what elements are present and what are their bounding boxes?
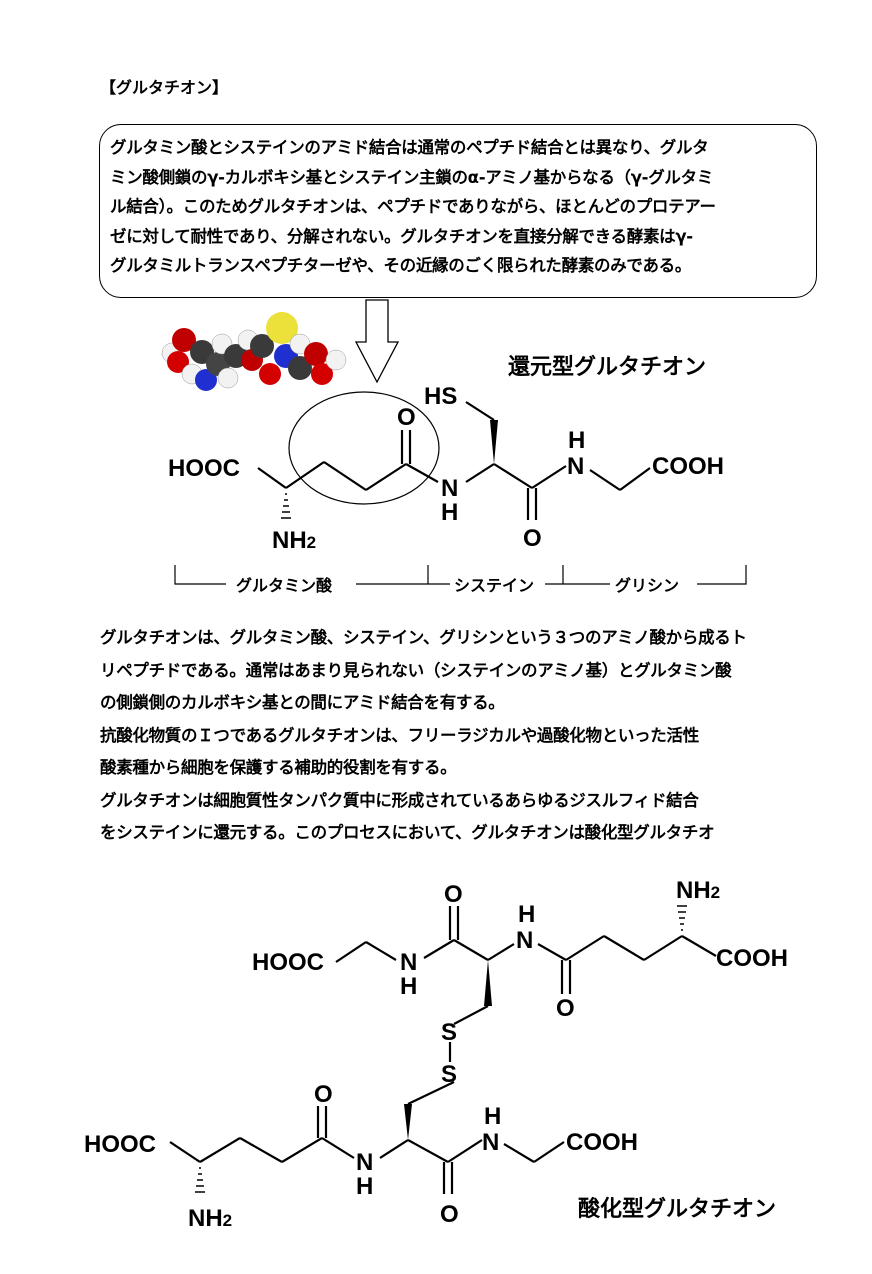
hollow-down-arrow-icon <box>354 299 400 384</box>
thiol-label: HS <box>424 383 457 410</box>
hashed-wedge-bond <box>281 493 291 519</box>
reduced-bonds <box>257 401 651 520</box>
body-line: グルタチオンは細胞質性タンパク質中に形成されているあらゆるジスルフィド結合 <box>100 790 699 810</box>
callout-line: グルタミルトランスペプチターゼや、その近縁のごく限られた酵素のみである。 <box>110 256 692 275</box>
callout-line: ミン酸側鎖のγ-カルボキシ基とシステイン主鎖のα-アミノ基からなる（γ-グルタミ <box>110 167 714 187</box>
page-heading: 【グルタチオン】 <box>100 78 229 97</box>
amine-label: NH2 <box>272 527 316 554</box>
reduced-title: 還元型グルタチオン <box>508 354 706 380</box>
callout-box: グルタミン酸とシステインのアミド結合は通常のペプチド結合とは異なり、グルタ ミン… <box>99 124 817 298</box>
body-line: 酸素種から細胞を保護する補助的役割を有する。 <box>100 758 457 777</box>
residue-brackets <box>174 565 747 585</box>
bracket-label-glutamate: グルタミン酸 <box>236 576 333 595</box>
callout-line: ゼに対して耐性であり、分解されない。グルタチオンを直接分解できる酵素はγ- <box>110 226 693 246</box>
body-line: の側鎖側のカルボキシ基との間にアミド結合を有する。 <box>100 693 505 712</box>
wedge-bond <box>490 420 498 464</box>
amide-hydrogen-label: H <box>441 499 458 526</box>
hooc-label: HOOC <box>168 455 240 482</box>
body-line: リペプチドである。通常はあまり見られない（システインのアミノ基）とグルタミン酸 <box>100 660 732 680</box>
body-line: 抗酸化物質のＩつであるグルタチオンは、フリーラジカルや過酸化物といった活性 <box>100 725 699 745</box>
bracket-label-glycine: グリシン <box>615 576 679 595</box>
space-filling-molecule-model-icon <box>161 312 347 391</box>
glycine-amide-hydrogen-label: H <box>568 427 585 454</box>
callout-line: ル結合）。このためグルタチオンは、ペプチドでありながら、ほとんどのプロテアー <box>110 197 716 216</box>
glycine-amide-nitrogen-label: N <box>567 453 584 480</box>
bracket-label-cysteine: システイン <box>454 576 534 595</box>
gamma-glutamyl-bond-highlight <box>288 391 440 505</box>
cooh-label: COOH <box>652 453 724 480</box>
body-line: をシステインに還元する。このプロセスにおいて、グルタチオンは酸化型グルタチオ <box>100 823 715 842</box>
callout-line: グルタミン酸とシステインのアミド結合は通常のペプチド結合とは異なり、グルタ <box>110 138 709 157</box>
carbonyl-oxygen-bottom-label: O <box>523 525 542 552</box>
amide-nitrogen-label: N <box>441 475 458 502</box>
carbonyl-oxygen-label: O <box>397 404 416 431</box>
body-line: グルタチオンは、グルタミン酸、システイン、グリシンという３つのアミノ酸から成るト <box>100 628 747 647</box>
body-paragraphs: グルタチオンは、グルタミン酸、システイン、グリシンという３つのアミノ酸から成るト… <box>100 622 830 850</box>
